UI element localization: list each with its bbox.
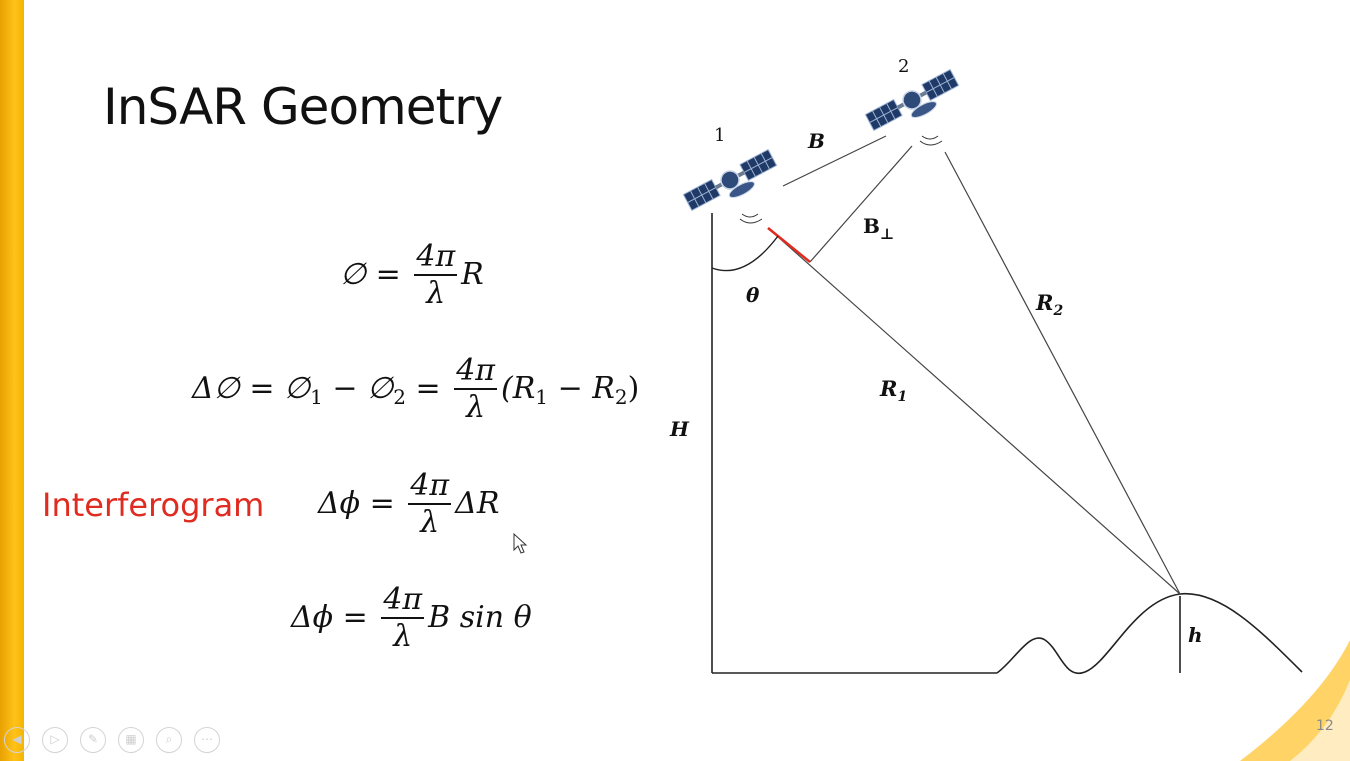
eq2-numerator: 4π	[454, 353, 497, 390]
eq4-lhs: Δϕ =	[291, 600, 368, 635]
zoom-button[interactable]: ⌕	[156, 727, 182, 753]
eq2-rhs-b: − R	[548, 371, 615, 406]
eq2-mid: − ∅	[322, 371, 394, 406]
satellite-1-icon	[682, 148, 778, 212]
eq1-numerator: 4π	[414, 239, 458, 276]
eq2-rhs-a: (R	[501, 371, 536, 406]
r2-letter: R	[1035, 290, 1053, 315]
eq2-r2-sub: 2	[614, 385, 628, 409]
slide-page-number: 12	[1316, 718, 1334, 734]
baseline-line	[782, 135, 887, 187]
eq2-sub1: 1	[310, 385, 323, 409]
perp-baseline-line	[809, 145, 913, 263]
r1-label: R1	[879, 376, 907, 405]
theta-label: θ	[746, 283, 760, 307]
sat1-signal-waves	[739, 213, 763, 224]
more-icon: ⋯	[201, 732, 213, 746]
eq2-lhs: Δ∅ = ∅	[192, 371, 311, 406]
arrow-left-icon: ◀	[12, 732, 22, 746]
eq1-denominator: λ	[426, 276, 446, 311]
delta-range-segment	[767, 227, 811, 263]
magnifier-icon: ⌕	[165, 732, 173, 746]
r2-label: R2	[1035, 290, 1063, 319]
sat1-label: 1	[714, 125, 725, 146]
perp-baseline-letter: B	[863, 214, 880, 238]
next-slide-button[interactable]: ▷	[42, 727, 68, 753]
eq2-equals: =	[405, 371, 441, 406]
equation-baseline: Δϕ = 4π λ B sin θ	[291, 583, 532, 655]
eq1-lhs: ∅ =	[340, 257, 401, 292]
interferogram-label: Interferogram	[42, 486, 265, 524]
satellite-2-icon	[864, 68, 960, 132]
previous-slide-button[interactable]: ◀	[4, 727, 30, 753]
eq2-r1-sub: 1	[535, 385, 549, 409]
mouse-cursor-icon	[513, 533, 528, 554]
eq4-fraction: 4π λ	[381, 582, 425, 655]
pen-tool-button[interactable]: ✎	[80, 727, 106, 753]
perp-symbol: ⊥	[880, 225, 894, 243]
slide-accent-bar	[0, 0, 24, 761]
equation-interferogram: Δϕ = 4π λ ΔR	[318, 469, 499, 541]
eq3-numerator: 4π	[408, 468, 452, 505]
eq1-fraction: 4π λ	[414, 239, 458, 312]
pen-icon: ✎	[87, 732, 99, 746]
topo-height-label: h	[1188, 623, 1203, 647]
baseline-label: B	[807, 129, 825, 153]
eq2-rhs-c: )	[627, 371, 640, 406]
eq3-lhs: Δϕ =	[318, 486, 395, 521]
eq3-fraction: 4π λ	[408, 468, 452, 541]
terrain-profile	[996, 593, 1303, 675]
equation-phase-difference: Δ∅ = ∅1 − ∅2 = 4π λ (R1 − R2)	[192, 354, 639, 426]
height-label: H	[669, 417, 690, 441]
range-r1-line	[767, 227, 1181, 595]
equation-phase: ∅ = 4π λ R	[340, 240, 484, 312]
eq3-denominator: λ	[420, 505, 440, 540]
eq4-denominator: λ	[393, 619, 413, 654]
slides-grid-icon: ▦	[125, 732, 137, 746]
eq2-fraction: 4π λ	[454, 354, 497, 426]
more-options-button[interactable]: ⋯	[194, 727, 220, 753]
eq2-sub2: 2	[393, 385, 406, 409]
see-all-slides-button[interactable]: ▦	[118, 727, 144, 753]
perp-baseline-label: B⊥	[863, 214, 894, 243]
eq3-rhs: ΔR	[455, 486, 500, 521]
slide-title: InSAR Geometry	[103, 78, 503, 136]
r1-subscript: 1	[897, 389, 907, 405]
eq2-denominator: λ	[466, 390, 486, 425]
arrow-right-icon: ▷	[50, 732, 60, 746]
sat2-label: 2	[898, 56, 909, 77]
eq4-rhs: B sin θ	[428, 600, 532, 635]
sat2-signal-waves	[919, 135, 943, 146]
r2-subscript: 2	[1052, 303, 1063, 319]
theta-arc	[711, 235, 779, 272]
eq1-rhs: R	[461, 257, 484, 292]
r1-letter: R	[879, 376, 897, 401]
range-r2-line	[944, 151, 1181, 595]
eq4-numerator: 4π	[381, 582, 425, 619]
corner-swoosh-inner	[1290, 680, 1350, 761]
